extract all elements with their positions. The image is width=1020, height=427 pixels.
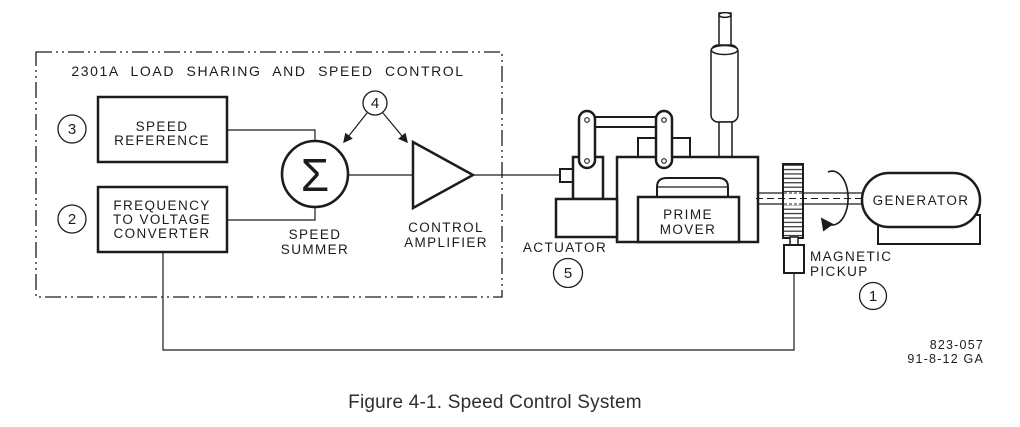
speed-summer-label-line1: SPEED	[289, 227, 342, 242]
exhaust-pipe-lower	[718, 121, 733, 160]
doc-number: 823-057	[930, 338, 984, 352]
freq-converter-label-line2: TO VOLTAGE	[113, 212, 211, 227]
control-box-title: 2301A LOAD SHARING AND SPEED CONTROL	[71, 63, 464, 79]
callout-5-circle	[552, 257, 584, 289]
control-amplifier-label-line2: AMPLIFIER	[404, 235, 488, 250]
wire-pickup-feedback	[162, 252, 795, 351]
muffler-body	[710, 44, 739, 123]
linkage-bar	[586, 116, 665, 128]
speed-reference-label-line1: SPEED	[136, 119, 189, 134]
prime-mover-label-box	[636, 195, 741, 244]
magnetic-pickup-label-line1: MAGNETIC	[810, 249, 892, 264]
pivot-bottom-left	[584, 158, 590, 164]
callout-2-circle	[57, 204, 87, 234]
generator-body	[860, 171, 982, 229]
callout-1-circle	[858, 281, 888, 311]
callout-5-number: 5	[564, 265, 572, 282]
callout-4-number: 4	[371, 95, 379, 112]
callout-4-arrow-to-summer	[343, 112, 368, 144]
doc-revision: 91-8-12 GA	[907, 352, 984, 366]
callout-4-arrow-to-amplifier	[382, 112, 408, 144]
pickup-body	[783, 244, 805, 274]
callout-4-circle	[362, 90, 388, 116]
speed-summer-label-line2: SUMMER	[281, 242, 349, 257]
speed-summer-circle	[280, 139, 350, 209]
figure-caption: Figure 4-1. Speed Control System	[348, 392, 642, 413]
freq-converter-label-line3: CONVERTER	[113, 226, 210, 241]
pivot-bottom-right	[661, 158, 667, 164]
actuator-label: ACTUATOR	[523, 240, 607, 255]
prime-mover-label-line2: MOVER	[660, 222, 717, 237]
wire-converter-to-summer	[227, 207, 316, 221]
callout-3-circle	[57, 114, 87, 144]
speed-reference-label-line2: REFERENCE	[114, 133, 210, 148]
linkage-rod-left	[577, 109, 597, 170]
control-amplifier-label-line1: CONTROL	[408, 220, 484, 235]
linkage-rod-right	[654, 109, 674, 170]
rotation-arrow	[820, 170, 849, 232]
generator-label: GENERATOR	[873, 193, 970, 208]
callout-1-number: 1	[869, 288, 877, 305]
control-amplifier-triangle	[411, 139, 476, 211]
pivot-top-left	[584, 117, 590, 123]
sigma-symbol: Σ	[301, 149, 329, 201]
pickup-tip	[789, 236, 799, 246]
wire-speedref-to-summer	[227, 129, 316, 142]
freq-converter-box	[96, 185, 229, 254]
freq-converter-label-line1: FREQUENCY	[113, 198, 210, 213]
actuator-base	[554, 197, 619, 239]
callout-3-number: 3	[68, 121, 76, 138]
speed-reference-box	[96, 95, 229, 164]
pivot-top-right	[661, 117, 667, 123]
magnetic-pickup-label-line2: PICKUP	[810, 264, 869, 279]
muffler-top-cap	[710, 44, 739, 56]
actuator-input-port	[559, 168, 574, 183]
callout-2-number: 2	[68, 211, 76, 228]
exhaust-pipe-top-cap	[718, 11, 732, 19]
prime-mover-label-line1: PRIME	[663, 207, 713, 222]
